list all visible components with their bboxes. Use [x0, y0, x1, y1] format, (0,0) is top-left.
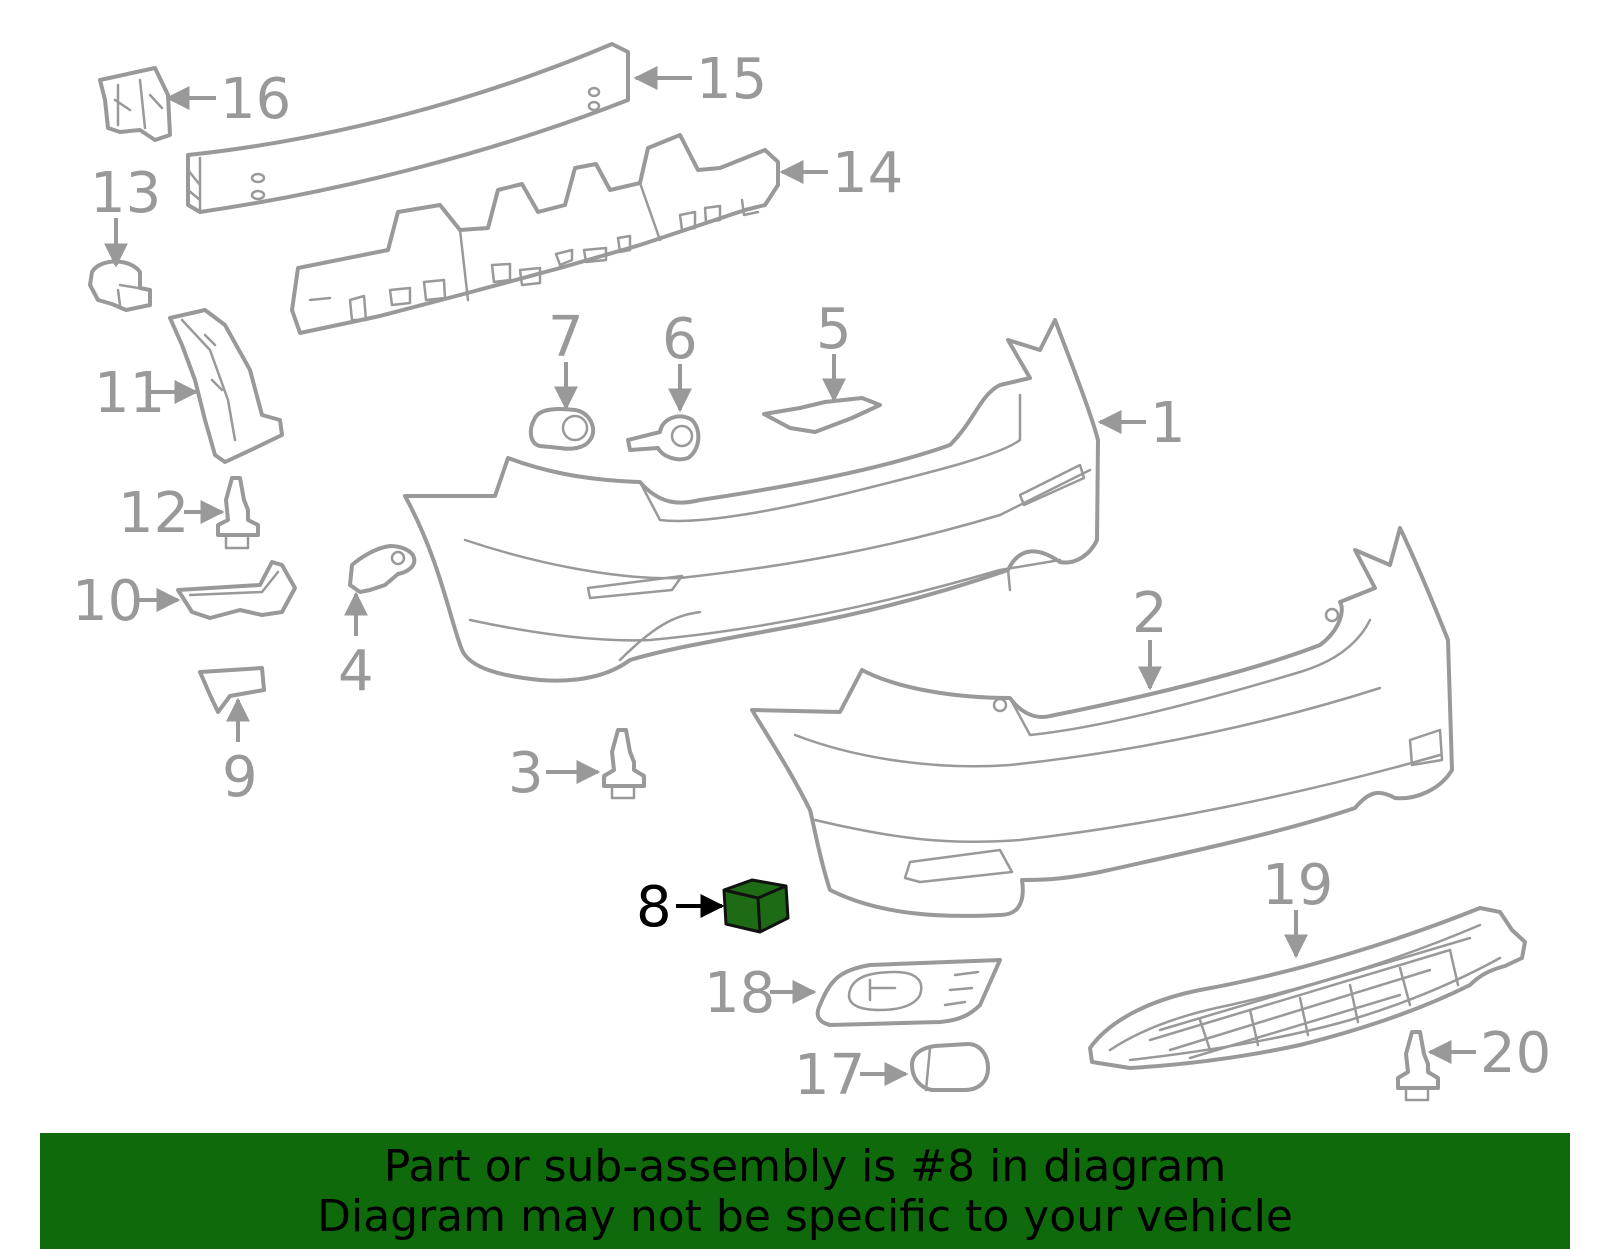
callout-17[interactable]: 17: [794, 1043, 865, 1108]
part-17-lamp: [910, 1042, 990, 1092]
callout-10[interactable]: 10: [72, 569, 143, 634]
callout-7[interactable]: 7: [548, 305, 584, 370]
part-1-bumper-cover: [403, 318, 1100, 683]
leader-arrows: [104, 66, 1476, 1086]
notice-banner: Part or sub-assembly is #8 in diagram Di…: [40, 1133, 1570, 1249]
part-19-lower-garnish: [1088, 906, 1527, 1070]
part-5-plate: [762, 396, 882, 434]
part-15-reinforcement-beam: [186, 42, 630, 214]
callout-1[interactable]: 1: [1150, 391, 1186, 456]
callout-13[interactable]: 13: [90, 161, 161, 226]
callout-11[interactable]: 11: [94, 361, 165, 426]
callout-6[interactable]: 6: [662, 307, 698, 372]
callout-19[interactable]: 19: [1262, 853, 1333, 918]
part-4-sensor-holder: [348, 544, 417, 594]
callout-4[interactable]: 4: [338, 639, 374, 704]
callout-8[interactable]: 8: [636, 875, 672, 940]
part-3-push-clip: [602, 728, 646, 800]
callout-3[interactable]: 3: [508, 741, 544, 806]
part-16-bracket: [98, 66, 172, 142]
banner-line-disclaimer: Diagram may not be specific to your vehi…: [317, 1191, 1293, 1242]
part-8-highlighted[interactable]: [722, 878, 790, 934]
part-7-cushion: [528, 407, 596, 451]
callout-16[interactable]: 16: [220, 67, 291, 132]
callout-18[interactable]: 18: [704, 961, 775, 1026]
callout-5[interactable]: 5: [816, 297, 852, 362]
part-20-clip: [1396, 1030, 1440, 1102]
part-11-side-bracket: [168, 308, 284, 464]
callout-9[interactable]: 9: [222, 745, 258, 810]
part-13-sensor: [88, 259, 152, 312]
part-12-clip: [216, 476, 260, 550]
banner-line-part-number: Part or sub-assembly is #8 in diagram: [383, 1141, 1227, 1192]
part-14-energy-absorber: [290, 133, 780, 335]
part-2-bumper-cover: [750, 526, 1454, 918]
part-18-lamp-bezel: [815, 958, 1002, 1027]
part-6-clip: [626, 414, 701, 462]
callout-2[interactable]: 2: [1132, 581, 1168, 646]
part-9-small-bracket: [198, 666, 266, 714]
callout-labels: 16 15 14 13 11 12 10 9 7 6 5 4 1 3 2 8 1…: [72, 47, 1551, 1108]
part-10-bracket: [176, 560, 297, 620]
callout-20[interactable]: 20: [1480, 1021, 1551, 1086]
callout-14[interactable]: 14: [832, 141, 903, 206]
callout-15[interactable]: 15: [696, 47, 767, 112]
callout-12[interactable]: 12: [118, 481, 189, 546]
